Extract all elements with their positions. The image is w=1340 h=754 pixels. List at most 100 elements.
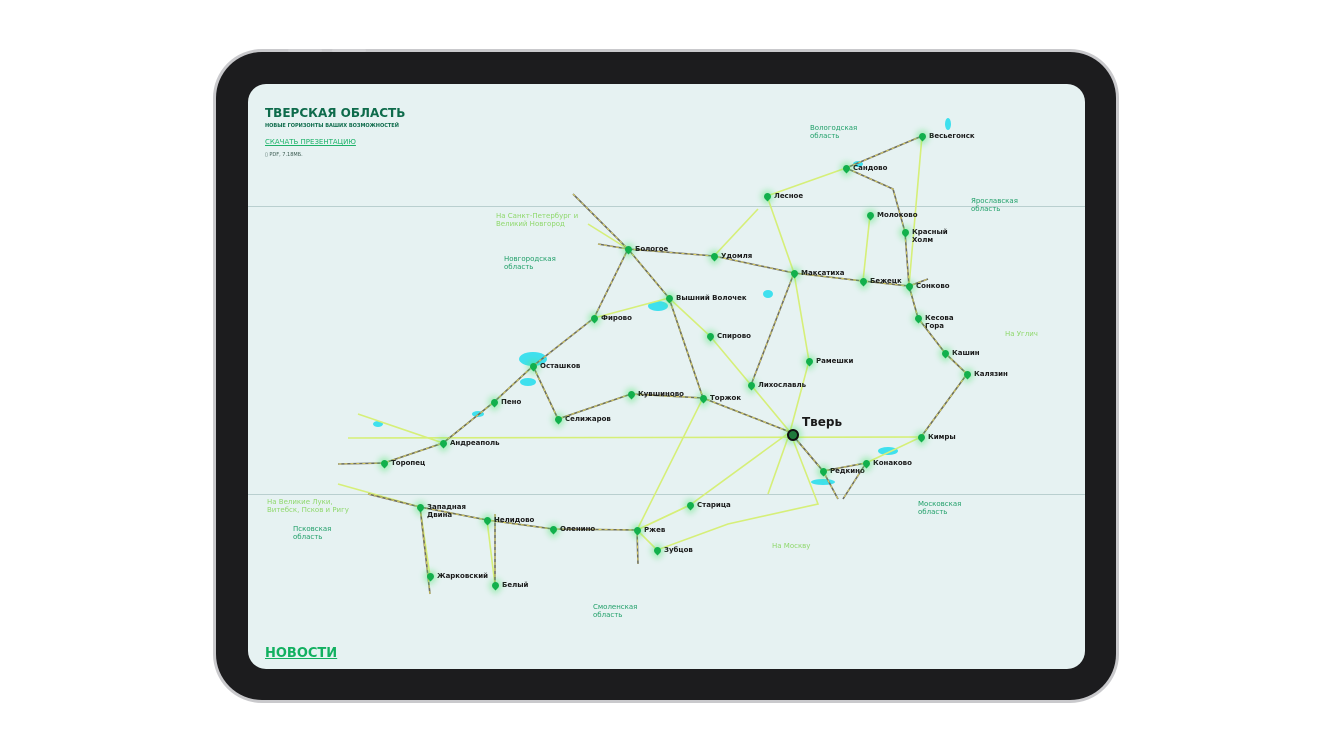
- city-name: Сандово: [853, 164, 888, 172]
- road: [593, 297, 670, 319]
- city-name: Осташков: [540, 362, 581, 370]
- lake: [648, 301, 668, 311]
- city-marker[interactable]: Красный Холм: [900, 227, 952, 244]
- lake: [520, 378, 536, 386]
- city-marker[interactable]: Лихославль: [746, 380, 806, 391]
- city-marker[interactable]: Сандово: [841, 163, 887, 174]
- city-name: Зубцов: [664, 546, 693, 554]
- railway-dash: [844, 135, 968, 438]
- city-marker[interactable]: Кимры: [916, 432, 956, 443]
- divider: [248, 494, 1085, 495]
- railway-dash: [750, 272, 795, 386]
- city-name: Селижаров: [565, 415, 611, 423]
- city-marker[interactable]: Андреаполь: [438, 438, 500, 449]
- railway-dash: [532, 365, 704, 420]
- city-marker[interactable]: Торопец: [379, 458, 425, 469]
- city-marker[interactable]: Спирово: [705, 331, 751, 342]
- lake: [763, 290, 773, 298]
- road: [767, 431, 791, 495]
- direction-label: На Санкт-Петербург и Великий Новгород: [496, 212, 579, 228]
- city-name: Западная Двина: [427, 503, 466, 519]
- city-name: Кувшиново: [638, 390, 684, 398]
- city-name: Рамешки: [816, 357, 854, 365]
- city-marker[interactable]: Кесова Гора: [913, 313, 965, 330]
- road: [347, 436, 922, 439]
- city-marker[interactable]: Редкино: [818, 466, 865, 477]
- download-presentation-link[interactable]: СКАЧАТЬ ПРЕЗЕНТАЦИЮ: [265, 138, 356, 146]
- road: [713, 208, 759, 257]
- road: [587, 223, 629, 250]
- railway: [750, 272, 795, 386]
- city-marker[interactable]: Осташков: [528, 361, 580, 372]
- city-name: Лесное: [774, 192, 804, 200]
- news-link[interactable]: НОВОСТИ: [265, 646, 338, 661]
- city-marker[interactable]: Бежецк: [858, 276, 902, 287]
- region-label: Псковская область: [293, 525, 332, 541]
- city-marker[interactable]: Кувшиново: [626, 389, 684, 400]
- city-name: Вышний Волочек: [676, 294, 747, 302]
- city-name: Жарковский: [437, 572, 489, 580]
- city-marker[interactable]: Торжок: [698, 393, 741, 404]
- city-marker[interactable]: Сонково: [904, 281, 950, 292]
- city-marker[interactable]: Пено: [489, 397, 521, 408]
- railway-dash: [419, 506, 431, 595]
- city-name: Калязин: [974, 370, 1008, 378]
- city-name: Оленино: [560, 525, 596, 533]
- direction-label: На Углич: [1005, 330, 1038, 338]
- city-marker[interactable]: Молоково: [865, 210, 918, 221]
- city-name: Спирово: [717, 332, 751, 340]
- city-name: Торжок: [710, 394, 742, 402]
- city-marker[interactable]: Рамешки: [804, 356, 853, 367]
- city-marker[interactable]: Селижаров: [553, 414, 611, 425]
- capital-pin-icon: [787, 429, 799, 441]
- divider: [248, 206, 1085, 207]
- city-marker[interactable]: Жарковский: [425, 571, 488, 582]
- railway: [367, 493, 639, 565]
- city-marker[interactable]: Оленино: [548, 524, 595, 535]
- file-size: PDF, 7.18МБ.: [269, 152, 303, 158]
- city-name: Весьегонск: [929, 132, 975, 140]
- city-marker[interactable]: Бологое: [623, 244, 668, 255]
- railway: [789, 431, 868, 500]
- capital-marker[interactable]: Тверь: [787, 416, 842, 441]
- road: [862, 214, 871, 282]
- city-marker[interactable]: Зубцов: [652, 545, 693, 556]
- city-name: Ржев: [644, 526, 666, 534]
- region-label: Вологодская область: [810, 124, 858, 140]
- city-marker[interactable]: Белый: [490, 580, 528, 591]
- city-name: Удомля: [721, 252, 753, 260]
- city-marker[interactable]: Фирово: [589, 313, 632, 324]
- file-info: ▯ PDF, 7.18МБ.: [265, 152, 303, 158]
- road: [865, 352, 969, 464]
- city-name: Бологое: [635, 245, 669, 253]
- region-label: Смоленская область: [593, 603, 638, 619]
- city-marker[interactable]: Конаково: [861, 458, 912, 469]
- railway-dash: [789, 431, 867, 500]
- city-marker[interactable]: Нелидово: [482, 515, 534, 526]
- region-label: Ярославская область: [971, 197, 1018, 213]
- city-name: Красный Холм: [912, 228, 948, 244]
- city-marker[interactable]: Лесное: [762, 191, 803, 202]
- city-marker[interactable]: Кашин: [940, 348, 980, 359]
- lake: [945, 118, 951, 130]
- volume-button: [332, 49, 366, 52]
- region-label: Новгородская область: [504, 255, 556, 271]
- city-marker[interactable]: Максатиха: [789, 268, 845, 279]
- city-marker[interactable]: Ржев: [632, 525, 665, 536]
- direction-label: На Великие Луки, Витебск, Псков и Ригу: [267, 498, 349, 514]
- city-marker[interactable]: Западная Двина: [415, 502, 467, 519]
- city-name: Молоково: [877, 211, 918, 219]
- city-marker[interactable]: Удомля: [709, 251, 752, 262]
- city-name: Кимры: [928, 433, 956, 441]
- city-marker[interactable]: Калязин: [962, 369, 1008, 380]
- city-name: Пено: [501, 398, 522, 406]
- city-marker[interactable]: Старица: [685, 500, 731, 511]
- map-layer[interactable]: [248, 84, 1085, 669]
- city-name: Кесова Гора: [925, 314, 954, 330]
- page-subtitle: НОВЫЕ ГОРИЗОНТЫ ВАШИХ ВОЗМОЖНОСТЕЙ: [265, 123, 399, 129]
- direction-label: На Москву: [772, 542, 811, 550]
- road: [766, 195, 795, 274]
- lake: [811, 479, 835, 485]
- city-marker[interactable]: Весьегонск: [917, 131, 975, 142]
- city-marker[interactable]: Вышний Волочек: [664, 293, 747, 304]
